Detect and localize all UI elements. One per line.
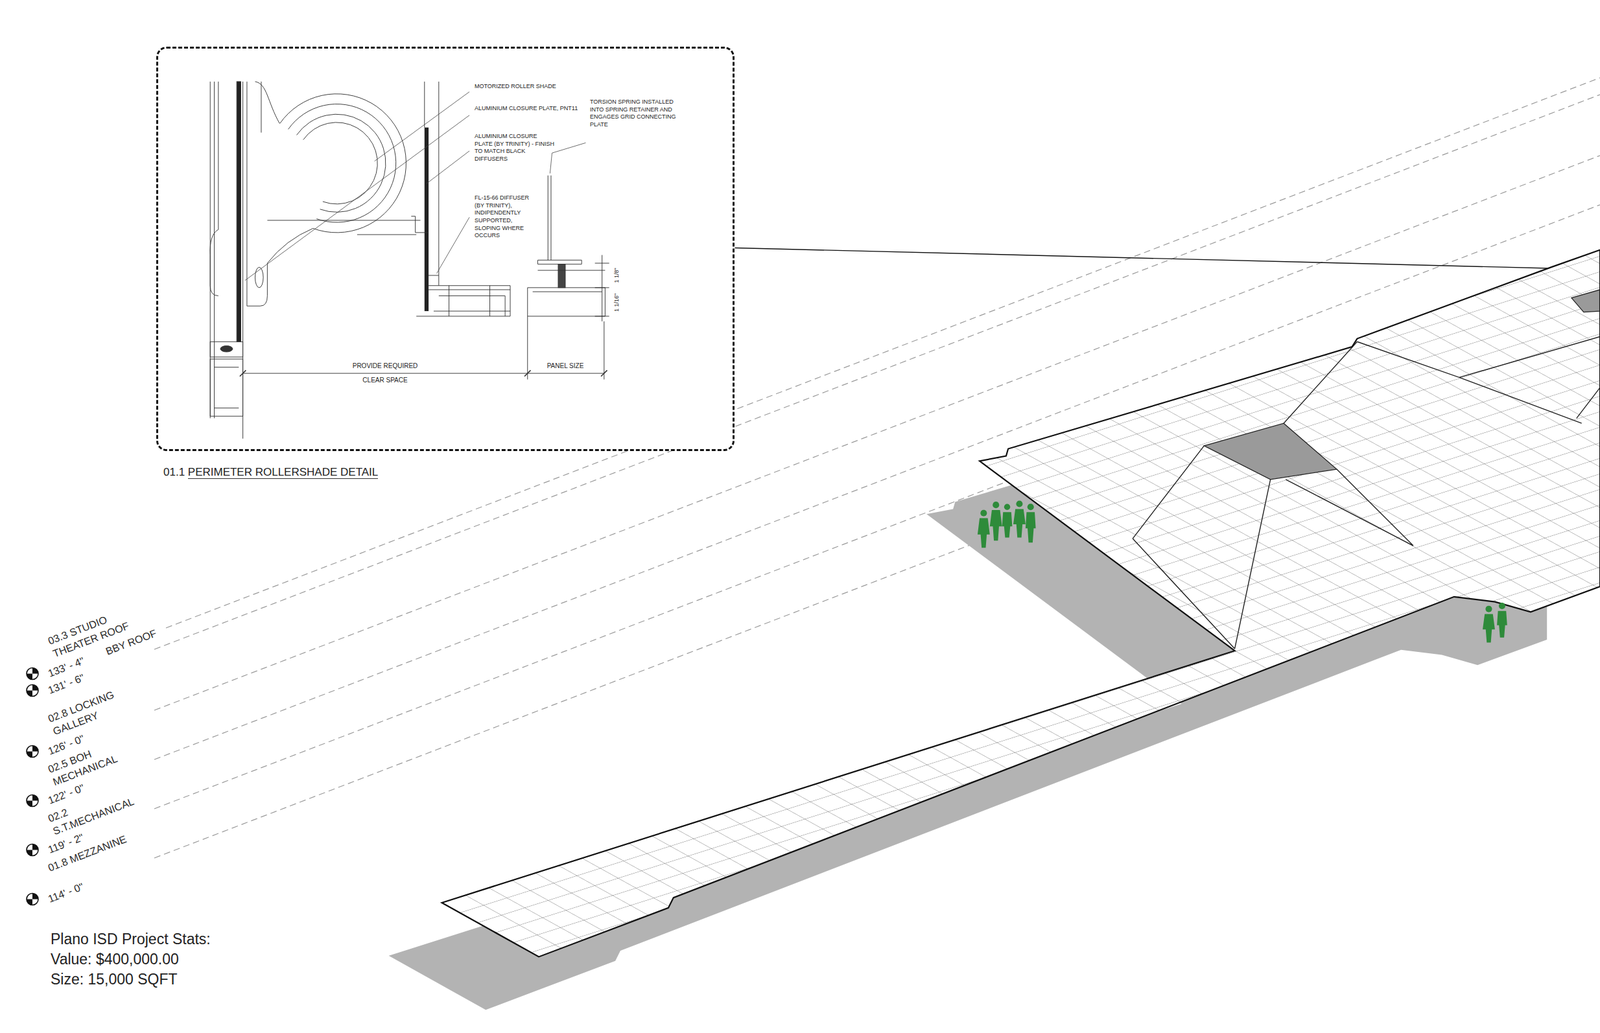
dimension-text: PROVIDE REQUIRED — [352, 361, 419, 371]
roof-ridges — [1132, 336, 1600, 649]
dimension-text: PANEL SIZE — [547, 361, 585, 371]
level-name: 02.5 BOH MECHANICAL — [46, 728, 147, 789]
dimension-text: CLEAR SPACE — [362, 376, 408, 385]
callout-note: ALUMINIUM CLOSURE PLATE, PNT11 — [474, 105, 582, 113]
dimension-text: 1 1/8" — [613, 267, 622, 283]
skylight — [1571, 289, 1600, 313]
callout-note: ALUMINIUM CLOSURE PLATE (BY TRINITY) - F… — [474, 132, 556, 164]
detail-caption: 01.1 PERIMETER ROLLERSHADE DETAIL — [163, 465, 378, 480]
project-stat: Plano ISD Project Stats: — [50, 930, 211, 950]
callout-note: FL-15-66 DIFFUSER (BY TRINITY), INDIPEND… — [474, 194, 540, 240]
project-stat: Size: 15,000 SQFT — [50, 970, 178, 990]
dimension-text: 1 1/16" — [613, 293, 622, 312]
callout-note: MOTORIZED ROLLER SHADE — [474, 82, 618, 91]
detail-pointer — [734, 247, 1549, 268]
callout-leaders — [245, 92, 587, 281]
level-name: 02.2 S.T.MECHANICAL — [46, 777, 147, 839]
caption-underline — [188, 478, 379, 480]
people — [977, 501, 1508, 644]
callout-note: TORSION SPRING INSTALLED INTO SPRING RET… — [589, 98, 681, 130]
level-symbols — [26, 668, 39, 906]
project-stat: Value: $400,000.00 — [50, 950, 179, 970]
level-elevation: 114' - 0" — [46, 879, 86, 906]
rollershade-detail — [210, 81, 610, 439]
skylight — [1203, 423, 1337, 480]
level-name: 03.3 STUDIO THEATER ROOF — [46, 600, 147, 661]
detail-ground — [156, 46, 735, 451]
